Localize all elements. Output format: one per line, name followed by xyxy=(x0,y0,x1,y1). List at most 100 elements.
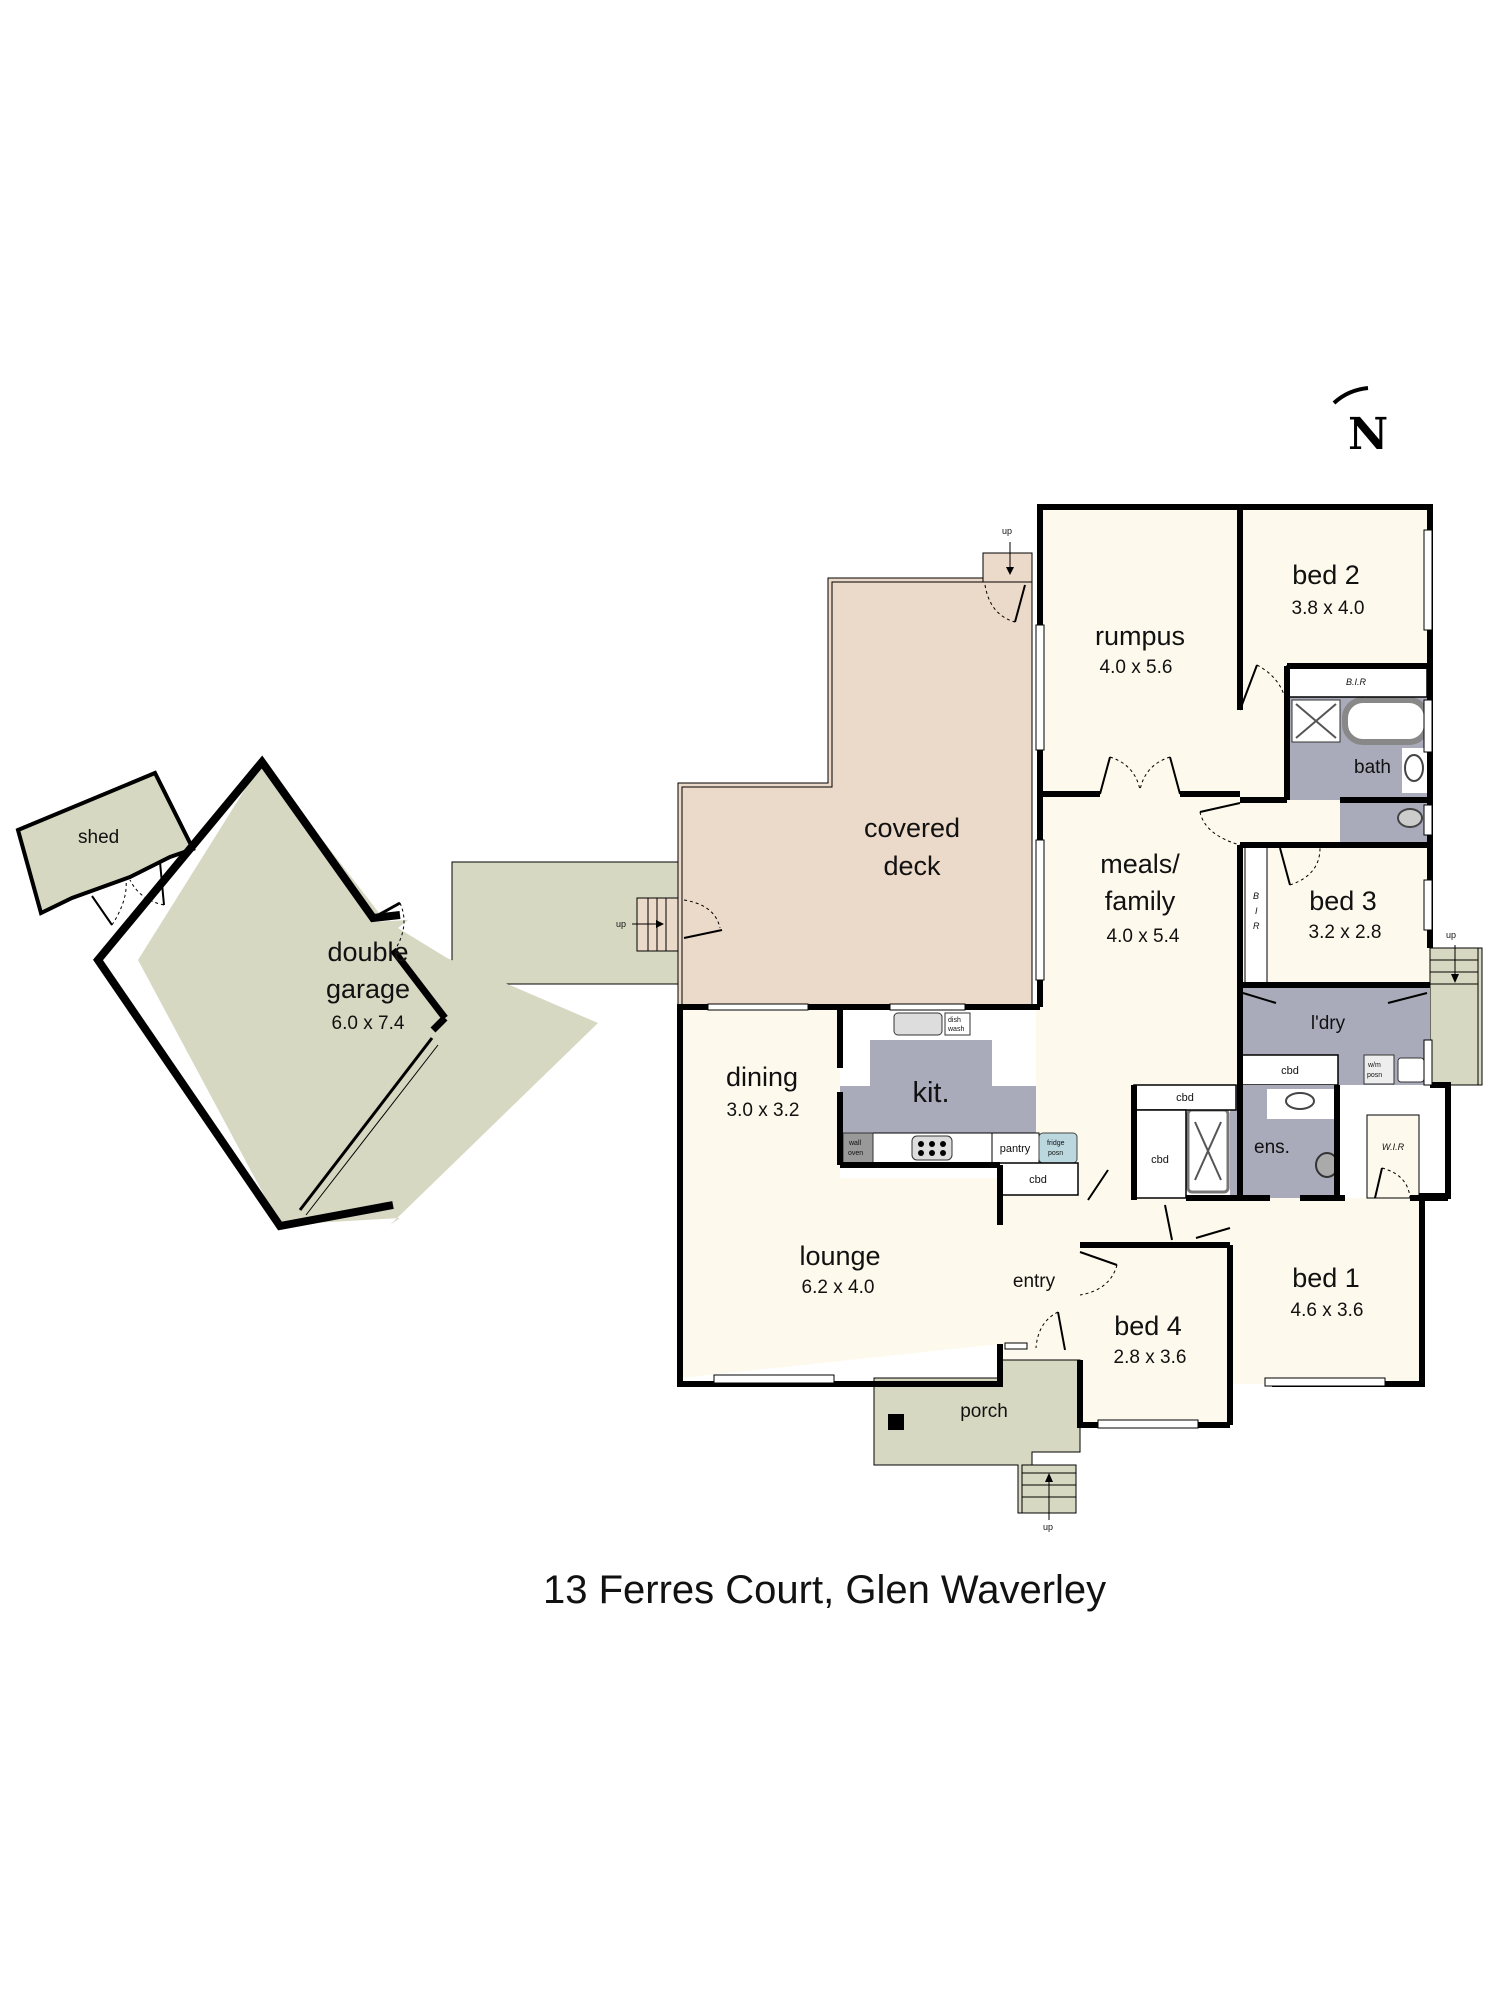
room-labels: rumpus 4.0 x 5.6 bed 2 3.8 x 4.0 meals/ … xyxy=(726,560,1381,1368)
windows xyxy=(707,529,1433,1429)
svg-text:B: B xyxy=(1253,891,1259,901)
entry-label: entry xyxy=(1013,1271,1056,1292)
svg-text:garage: garage xyxy=(326,974,410,1004)
door-icon xyxy=(1239,664,1258,711)
up-arrow-icon xyxy=(1006,567,1014,575)
window-icon xyxy=(1423,699,1433,753)
kitchen: wall oven pantry fridge posn dish wash k… xyxy=(840,1010,1079,1196)
svg-text:cbd: cbd xyxy=(1281,1065,1299,1077)
kitchen-label: kit. xyxy=(912,1077,949,1109)
porch-label: porch xyxy=(960,1401,1008,1422)
fridge-position xyxy=(1038,1132,1078,1164)
svg-text:wall: wall xyxy=(848,1140,862,1147)
garage-label: double xyxy=(327,937,408,967)
cbd-kitchen xyxy=(997,1162,1079,1196)
window-icon xyxy=(1423,529,1433,631)
front-door-icon xyxy=(1057,1311,1066,1351)
svg-text:cbd: cbd xyxy=(1029,1174,1047,1186)
door-icon xyxy=(1079,1251,1118,1266)
window-icon xyxy=(707,1003,809,1011)
laundry-tub-icon xyxy=(1397,1057,1425,1083)
door-icon xyxy=(1279,847,1291,886)
basin-icon xyxy=(1404,754,1424,782)
porch: up porch xyxy=(873,1359,1081,1532)
double-garage: double garage 6.0 x 7.4 xyxy=(92,755,598,1231)
window-icon xyxy=(1423,804,1433,836)
meals-dims: 4.0 x 5.4 xyxy=(1107,926,1180,947)
bath-label: bath xyxy=(1354,757,1391,778)
meals-label: meals/ xyxy=(1100,849,1180,879)
shed-label: shed xyxy=(78,827,119,848)
window-icon xyxy=(1264,1377,1386,1387)
cbd-hall-2 xyxy=(1133,1109,1187,1199)
garage-side-door-icon xyxy=(372,901,401,920)
door-icon xyxy=(1374,1167,1383,1199)
bed4-label: bed 4 xyxy=(1114,1311,1182,1341)
wall-oven-icon xyxy=(842,1132,874,1164)
bed1-label: bed 1 xyxy=(1292,1263,1360,1293)
bed3-label: bed 3 xyxy=(1309,886,1377,916)
deck-stairs-west: up xyxy=(616,897,683,952)
north-arrow-icon: N xyxy=(1332,386,1388,460)
door-icon xyxy=(1242,992,1277,1004)
svg-text:pantry: pantry xyxy=(1000,1143,1031,1155)
door-icon xyxy=(1087,1169,1109,1201)
window-icon xyxy=(1035,839,1045,981)
svg-text:w/m: w/m xyxy=(1367,1062,1381,1069)
shed: shed xyxy=(15,770,196,926)
door-icon xyxy=(1195,1227,1231,1239)
shed-door-icon xyxy=(91,895,113,926)
ensuite-label: ens. xyxy=(1254,1137,1290,1158)
window-icon xyxy=(1004,1342,1028,1350)
dishwasher-icon xyxy=(944,1012,971,1036)
svg-text:oven: oven xyxy=(848,1150,863,1157)
rumpus-label: rumpus xyxy=(1095,621,1185,651)
deck-door-icon xyxy=(683,929,723,939)
window-icon xyxy=(713,1374,835,1384)
svg-text:cbd: cbd xyxy=(1151,1154,1169,1166)
up-arrow-icon xyxy=(1451,974,1459,983)
rumpus-dims: 4.0 x 5.6 xyxy=(1100,657,1173,678)
sink-icon xyxy=(893,1012,943,1036)
covered-deck: up covered deck xyxy=(677,526,1033,1008)
door-icon xyxy=(1164,1204,1173,1241)
svg-text:up: up xyxy=(1043,1522,1053,1532)
svg-text:W.I.R: W.I.R xyxy=(1382,1142,1405,1152)
window-icon xyxy=(1423,879,1433,931)
dining-label: dining xyxy=(726,1062,798,1092)
window-icon xyxy=(889,1003,966,1011)
svg-text:cbd: cbd xyxy=(1176,1092,1194,1104)
washer-icon xyxy=(1363,1054,1395,1085)
svg-text:dish: dish xyxy=(948,1017,961,1024)
svg-text:R: R xyxy=(1253,921,1260,931)
svg-text:wash: wash xyxy=(947,1026,964,1033)
bed2-label: bed 2 xyxy=(1292,560,1360,590)
door-icon xyxy=(1387,992,1428,1004)
bed1-dims: 4.6 x 3.6 xyxy=(1291,1300,1364,1321)
basin-icon xyxy=(1285,1092,1315,1110)
cooktop-icon xyxy=(911,1135,953,1161)
laundry-label: l'dry xyxy=(1311,1013,1346,1034)
svg-text:posn: posn xyxy=(1367,1072,1382,1079)
north-label: N xyxy=(1348,409,1388,460)
post-icon xyxy=(888,1414,904,1430)
cbd-hall xyxy=(1133,1084,1237,1111)
svg-text:family: family xyxy=(1105,886,1176,916)
door-icon xyxy=(1199,802,1241,813)
garage-door-icon xyxy=(298,1037,434,1211)
window-icon xyxy=(1035,624,1045,751)
garage-dims: 6.0 x 7.4 xyxy=(332,1013,405,1034)
door-icon xyxy=(1169,756,1181,795)
doors xyxy=(1035,664,1428,1351)
lounge-label: lounge xyxy=(799,1241,880,1271)
door-icon xyxy=(1099,756,1111,795)
dining-dims: 3.0 x 3.2 xyxy=(727,1100,800,1121)
toilet-icon xyxy=(1397,808,1423,828)
bed4-dims: 2.8 x 3.6 xyxy=(1114,1347,1187,1368)
svg-text:I: I xyxy=(1255,906,1258,916)
bed3-dims: 3.2 x 2.8 xyxy=(1309,922,1382,943)
deck-door-icon xyxy=(1014,584,1026,623)
svg-text:deck: deck xyxy=(883,851,941,881)
svg-text:posn: posn xyxy=(1048,1150,1063,1157)
